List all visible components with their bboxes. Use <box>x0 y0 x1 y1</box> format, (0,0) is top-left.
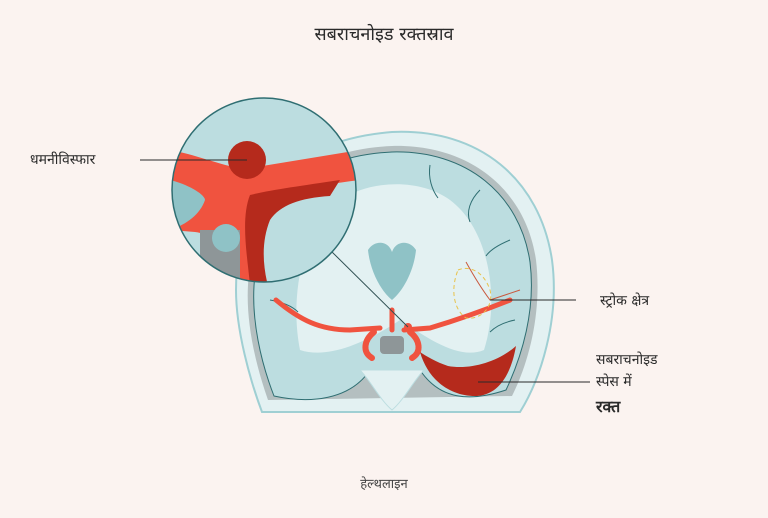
blood-label-line2: स्पेस में <box>596 374 632 390</box>
stroke-area-outline <box>453 267 492 319</box>
blood-label-line1: सबराचनोइड <box>596 352 658 368</box>
magnifier-ring <box>171 97 357 283</box>
stroke-area-label: स्ट्रोक क्षेत्र <box>600 293 650 309</box>
magnified-view <box>172 98 356 282</box>
credit-text: हेल्थलाइन <box>360 477 408 492</box>
magnifier-pointer <box>329 249 409 328</box>
brainstem <box>358 369 426 411</box>
ventricles <box>368 242 416 300</box>
pituitary <box>380 336 404 354</box>
blood-label-line3: रक्त <box>596 397 621 416</box>
diagram-title: सबराचनोइड रक्तस्राव <box>314 24 454 45</box>
aneurysm-label: धमनीविस्फार <box>30 152 96 168</box>
arteries <box>273 297 513 361</box>
subarachnoid-blood <box>420 346 516 396</box>
